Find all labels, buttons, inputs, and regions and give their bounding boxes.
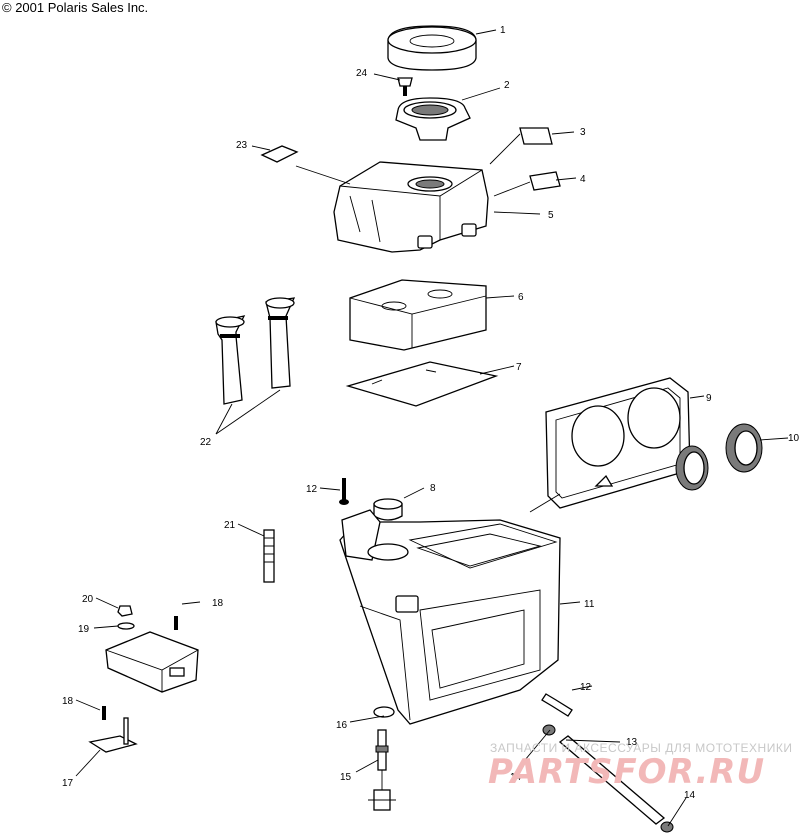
callout-3: 3 [580,127,586,138]
callout-1: 1 [500,25,506,36]
callout-9: 9 [706,393,712,404]
callout-2: 2 [504,80,510,91]
callout-5: 5 [548,210,554,221]
leader-lines [75,29,789,827]
callout-17: 17 [62,778,74,789]
part-12-screw-top [339,478,349,505]
callout-12-top: 12 [306,484,318,495]
part-9-airbox-frame [545,377,691,509]
part-4-decal [529,171,561,191]
watermark-tagline: ЗАПЧАСТИ И АКСЕССУАРЫ ДЛЯ МОТОТЕХНИКИ [490,741,793,755]
part-7-filter-plate [345,361,499,407]
callout-7: 7 [516,362,522,373]
callout-4: 4 [580,174,586,185]
part-1-foam-ring [387,25,477,71]
part-16-ring [373,706,395,718]
part-21-strap [263,529,275,583]
part-22-intake-tubes [215,297,296,405]
callout-24: 24 [356,68,368,79]
callout-18-right: 18 [212,598,224,609]
part-12-screw-right [541,693,573,717]
callout-10: 10 [788,433,800,444]
part-3-decal [519,127,553,145]
callout-21: 21 [224,520,236,531]
callout-16: 16 [336,720,348,731]
part-2-intake-flange [395,97,471,141]
part-5-airbox-cover [333,161,489,253]
callout-8: 8 [430,483,436,494]
control-module [105,631,199,693]
part-20-nut [117,605,133,617]
callout-20: 20 [82,594,94,605]
part-6-foam-filter [349,279,487,351]
part-14-nut-upper [542,724,556,736]
part-13-rod [558,735,666,825]
callout-19: 19 [78,624,90,635]
watermark-logo: PARTSFOR.RU [488,752,766,792]
callout-14-upper: 14 [510,772,522,783]
callout-6: 6 [518,292,524,303]
callout-14-lower: 14 [684,790,696,801]
callout-18-upper: 18 [62,696,74,707]
callout-12-right: 12 [580,682,592,693]
part-18-screw-lower [102,706,106,720]
part-24-screw [397,77,413,96]
part-14-nut-lower [660,821,674,833]
callout-numbers: 1 2 3 4 5 6 7 8 9 10 11 12 12 13 14 14 1… [62,25,800,801]
callout-13: 13 [626,737,638,748]
part-10-grommets [675,423,763,491]
callout-15: 15 [340,772,352,783]
part-15-sensor [368,729,396,811]
callout-11: 11 [584,599,595,610]
part-17-bracket [88,717,138,753]
part-19-washer [117,622,135,630]
callout-22: 22 [200,437,212,448]
part-11-airbox [339,509,561,725]
copyright-notice: © 2001 Polaris Sales Inc. [2,0,149,15]
part-23-decal [260,145,299,163]
part-8-cap [373,498,403,521]
callout-23: 23 [236,140,248,151]
part-18-screw-upper [174,616,178,630]
